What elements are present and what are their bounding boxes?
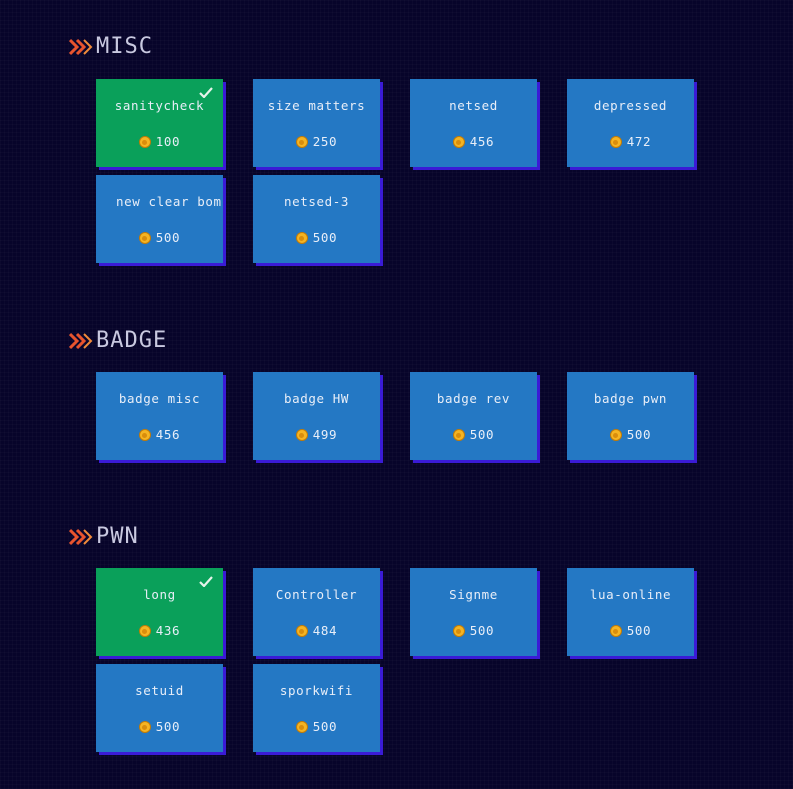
challenge-card-badge-misc[interactable]: badge misc 456 [96,372,223,460]
challenge-name: sanitycheck [114,98,205,113]
challenge-card-setuid[interactable]: setuid 500 [96,664,223,752]
challenge-card-netsed-3[interactable]: netsed-3 500 [253,175,380,263]
coin-icon [452,625,465,637]
double-chevron-right-icon [69,38,93,56]
points-value: 500 [155,230,181,245]
challenge-card-new-clear-bom[interactable]: new clear bom 500 [96,175,223,263]
challenge-points: 456 [410,135,537,149]
challenge-name: new clear bom [116,194,222,209]
challenge-name: setuid [135,683,184,698]
challenge-points: 500 [567,624,694,638]
coin-icon [138,136,151,148]
double-chevron-right-icon [69,332,93,350]
coin-icon [609,429,622,441]
challenge-name: badge rev [436,391,511,406]
coin-icon [295,232,308,244]
challenge-points: 472 [567,135,694,149]
challenge-card-badge-rev[interactable]: badge rev 500 [410,372,537,460]
challenge-points: 500 [96,231,223,245]
challenge-card-controller[interactable]: Controller 484 [253,568,380,656]
coin-icon [295,721,308,733]
challenge-name: sporkwifi [279,683,354,698]
points-value: 100 [155,134,181,149]
challenge-points: 250 [253,135,380,149]
coin-icon [138,721,151,733]
points-value: 456 [469,134,495,149]
points-value: 500 [469,623,495,638]
challenge-points: 100 [96,135,223,149]
challenge-name: badge pwn [593,391,668,406]
points-value: 500 [312,719,338,734]
challenge-points: 499 [253,428,380,442]
points-value: 484 [312,623,338,638]
challenge-name: lua-online [589,587,672,602]
points-value: 456 [155,427,181,442]
challenge-card-badge-pwn[interactable]: badge pwn 500 [567,372,694,460]
coin-icon [609,136,622,148]
challenge-card-long[interactable]: long 436 [96,568,223,656]
checkmark-icon [199,87,213,98]
coin-icon [295,136,308,148]
challenge-name: size matters [267,98,366,113]
coin-icon [295,625,308,637]
section-header: BADGE [69,329,167,353]
section-header: PWN [69,525,139,549]
challenge-grid: badge misc 456 badge HW 499 badge rev 50… [96,372,694,460]
challenge-card-signme[interactable]: Signme 500 [410,568,537,656]
checkmark-icon [199,576,213,587]
coin-icon [138,232,151,244]
coin-icon [452,136,465,148]
challenge-card-depressed[interactable]: depressed 472 [567,79,694,167]
challenge-points: 484 [253,624,380,638]
challenge-points: 436 [96,624,223,638]
coin-icon [138,429,151,441]
points-value: 500 [155,719,181,734]
double-chevron-right-icon [69,528,93,546]
points-value: 500 [626,427,652,442]
points-value: 250 [312,134,338,149]
points-value: 436 [155,623,181,638]
points-value: 472 [626,134,652,149]
challenge-points: 500 [253,720,380,734]
challenge-grid: sanitycheck 100 size matters 250 netsed … [96,79,694,263]
challenge-name: long [143,587,176,602]
points-value: 500 [312,230,338,245]
challenge-card-sanitycheck[interactable]: sanitycheck 100 [96,79,223,167]
points-value: 500 [626,623,652,638]
challenge-points: 500 [567,428,694,442]
challenge-card-netsed[interactable]: netsed 456 [410,79,537,167]
challenge-name: depressed [593,98,668,113]
section-title: PWN [96,524,139,549]
challenge-points: 500 [410,624,537,638]
challenge-name: badge misc [118,391,201,406]
coin-icon [609,625,622,637]
challenge-grid: long 436 Controller 484 Signme 500 lua-o… [96,568,694,752]
section-header: MISC [69,35,153,59]
points-value: 499 [312,427,338,442]
challenge-points: 500 [410,428,537,442]
challenge-points: 500 [96,720,223,734]
coin-icon [452,429,465,441]
points-value: 500 [469,427,495,442]
challenge-card-badge-hw[interactable]: badge HW 499 [253,372,380,460]
section-title: MISC [96,34,153,59]
challenge-name: Signme [449,587,498,602]
challenge-points: 456 [96,428,223,442]
challenge-points: 500 [253,231,380,245]
section-title: BADGE [96,328,168,353]
challenge-name: badge HW [283,391,349,406]
challenge-card-sporkwifi[interactable]: sporkwifi 500 [253,664,380,752]
challenge-card-lua-online[interactable]: lua-online 500 [567,568,694,656]
challenge-name: netsed-3 [283,194,349,209]
challenge-name: Controller [275,587,358,602]
challenge-card-size-matters[interactable]: size matters 250 [253,79,380,167]
challenge-name: netsed [449,98,498,113]
coin-icon [295,429,308,441]
coin-icon [138,625,151,637]
